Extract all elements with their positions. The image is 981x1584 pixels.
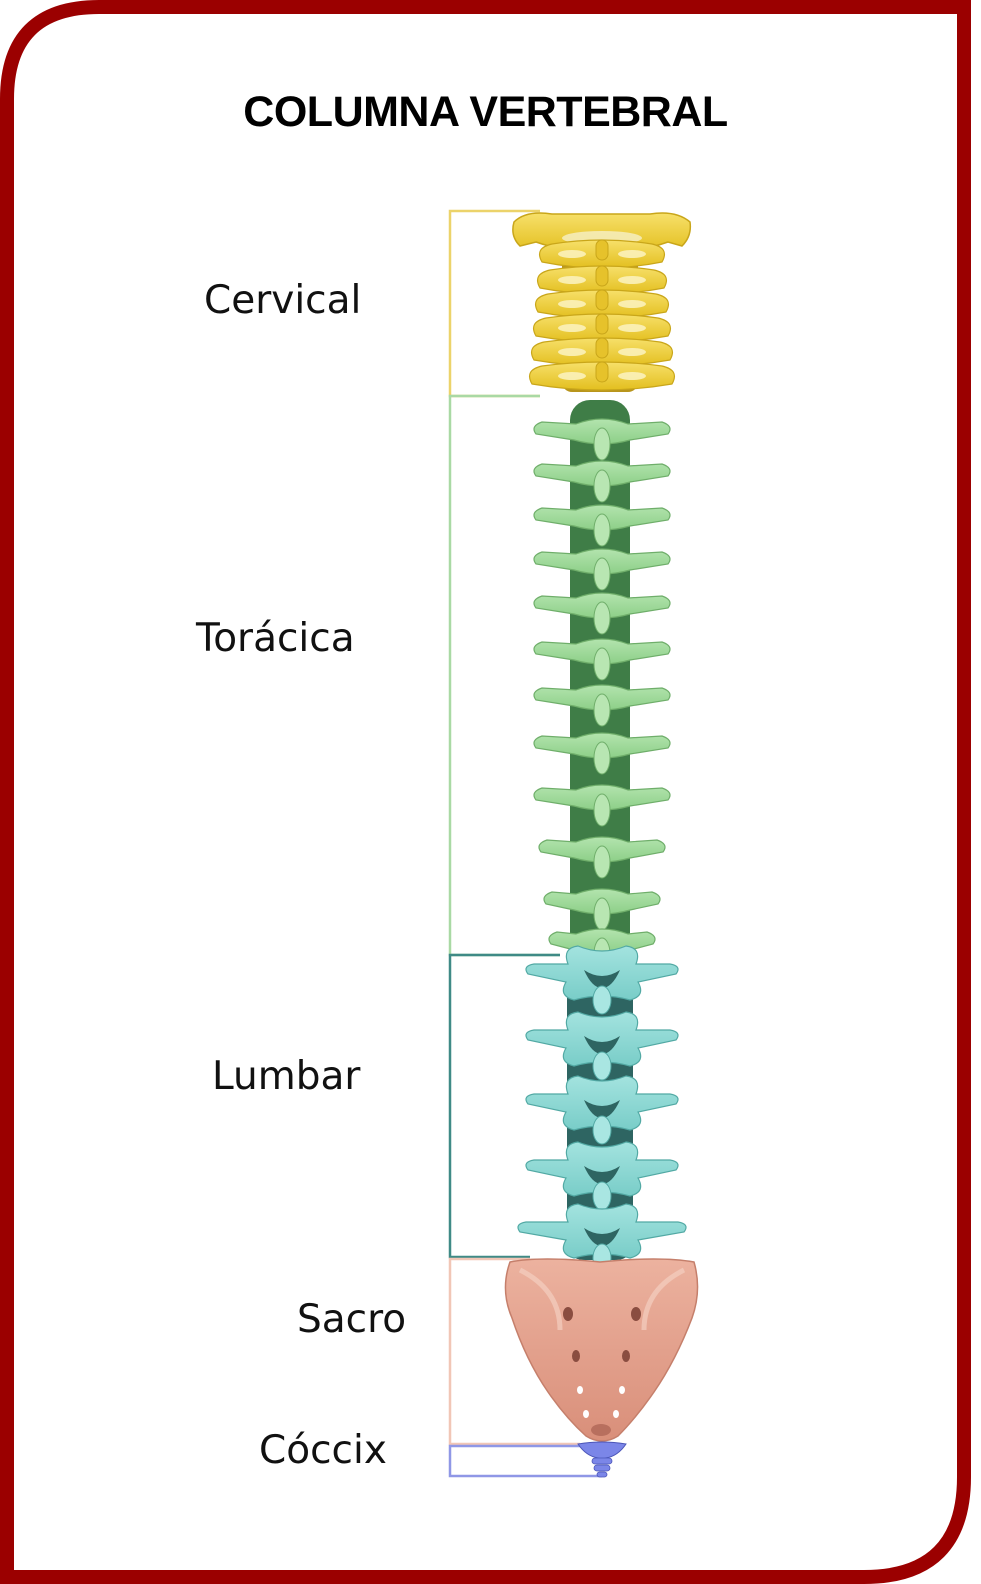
lumbar-vertebra (525, 1141, 679, 1211)
sacro-label: Sacro (297, 1297, 407, 1342)
thoracic-vertebra (533, 638, 671, 681)
toracica-bracket (448, 394, 560, 957)
cervical-vertebra (529, 361, 675, 391)
thoracic-vertebra (538, 836, 666, 879)
thoracic-vertebra (533, 592, 671, 635)
cervical-vertebrae (512, 212, 692, 392)
coccix-bracket (448, 1444, 602, 1478)
cervical-label: Cervical (204, 278, 362, 323)
thoracic-vertebra (533, 460, 671, 503)
thoracic-vertebra (533, 732, 671, 775)
lumbar-label: Lumbar (212, 1054, 361, 1099)
lumbar-bracket (448, 953, 560, 1259)
toracica-label: Torácica (196, 616, 355, 661)
lumbar-vertebrae (517, 945, 687, 1273)
thoracic-vertebra (533, 418, 671, 461)
coccyx-bone (577, 1441, 627, 1478)
lumbar-vertebra (525, 945, 679, 1015)
thoracic-vertebra (533, 504, 671, 547)
sacro-bracket (448, 1257, 580, 1446)
coccix-label: Cóccix (259, 1428, 387, 1473)
thoracic-vertebrae (533, 400, 671, 971)
lumbar-vertebra (525, 1075, 679, 1145)
cervical-vertebra (537, 265, 667, 295)
thoracic-vertebra (543, 888, 661, 931)
cervical-vertebra (535, 289, 669, 319)
cervical-vertebra (539, 239, 665, 269)
page-title: COLUMNA VERTEBRAL (243, 88, 728, 136)
thoracic-vertebra (533, 684, 671, 727)
lumbar-vertebra (525, 1011, 679, 1081)
cervical-vertebra (531, 337, 673, 367)
thoracic-vertebra (533, 784, 671, 827)
thoracic-vertebra (533, 548, 671, 591)
sacrum-bone (504, 1258, 699, 1442)
